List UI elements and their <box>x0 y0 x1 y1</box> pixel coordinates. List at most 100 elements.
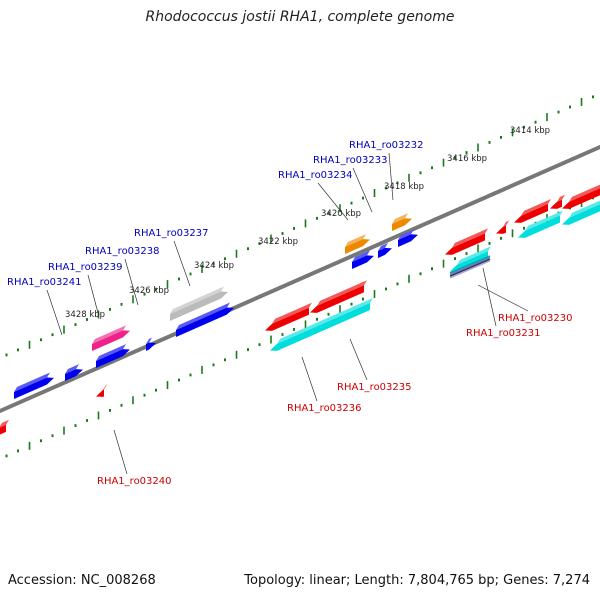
gene-face <box>398 234 418 247</box>
accession-label: Accession: NC_008268 <box>8 573 156 588</box>
gene-arrow-blue[interactable] <box>65 364 83 381</box>
gene-arrow-blue[interactable] <box>146 337 156 351</box>
gene-face <box>345 234 366 247</box>
gene-face <box>514 204 548 223</box>
gene-arrow-red[interactable] <box>96 384 107 397</box>
kbp-tick-label: 3428 kbp <box>65 310 105 320</box>
gene-face <box>277 298 373 344</box>
kbp-tick-label: 3424 kbp <box>194 261 234 271</box>
reverse-gene-label[interactable]: RHA1_ro03230 <box>498 313 573 324</box>
gene-face <box>96 389 104 397</box>
gene-arrow-red[interactable] <box>496 220 509 234</box>
gene-face <box>569 200 600 218</box>
gene-face <box>317 280 367 306</box>
gene-face <box>146 337 152 344</box>
gene-leader-line <box>352 167 373 213</box>
kbp-tick-label: 3420 kbp <box>321 209 361 219</box>
gene-leader-line <box>113 429 128 475</box>
gene-face <box>352 250 370 262</box>
gene-arrow-red[interactable] <box>514 199 551 223</box>
gene-face <box>176 307 234 337</box>
gene-face <box>503 220 509 227</box>
gene-face <box>557 194 565 202</box>
gene-arrow-red[interactable] <box>562 182 600 209</box>
gene-face <box>92 325 126 344</box>
gene-leader-line <box>349 338 368 381</box>
gene-face <box>96 344 126 361</box>
gene-face <box>352 255 374 269</box>
gene-face <box>562 188 600 209</box>
gene-arrow-magenta[interactable] <box>92 325 130 351</box>
reverse-gene-label[interactable]: RHA1_ro03240 <box>97 476 172 487</box>
gene-arrow-red[interactable] <box>310 280 367 313</box>
forward-gene-label[interactable]: RHA1_ro03233 <box>313 155 388 166</box>
gene-arrow-blue[interactable] <box>398 229 418 247</box>
gene-stripe <box>449 260 491 279</box>
gene-arrow-red[interactable] <box>265 302 312 331</box>
gene-face <box>378 247 392 258</box>
forward-gene-label[interactable]: RHA1_ro03232 <box>349 140 424 151</box>
gene-face <box>452 228 488 248</box>
gene-face <box>265 307 309 331</box>
gene-face <box>92 330 130 351</box>
gene-arrow-blue[interactable] <box>378 242 392 258</box>
gene-arrow-red[interactable] <box>550 194 565 209</box>
gene-face <box>65 369 83 381</box>
gene-arrow-blue[interactable] <box>352 250 374 269</box>
gene-face <box>146 342 156 351</box>
kbp-tick-label: 3426 kbp <box>129 286 169 296</box>
gene-leader-line <box>87 274 99 314</box>
gene-face <box>550 199 562 209</box>
reverse-gene-label[interactable]: RHA1_ro03236 <box>287 403 362 414</box>
gene-face <box>398 229 414 240</box>
gene-stripe <box>449 256 491 276</box>
gene-leader-line <box>388 152 394 201</box>
gene-stripe <box>449 258 491 277</box>
gene-arrow-blue[interactable] <box>176 302 234 337</box>
gene-leader-line <box>46 289 63 336</box>
gene-arrow-cyan[interactable] <box>562 198 600 225</box>
gene-arrow-orange[interactable] <box>392 213 412 231</box>
gene-face <box>170 291 228 321</box>
forward-gene-label[interactable]: RHA1_ro03239 <box>48 262 123 273</box>
gene-face <box>65 364 79 374</box>
gene-face <box>450 251 488 272</box>
gene-face <box>457 246 491 265</box>
gene-leader-line <box>124 258 139 306</box>
gene-arrow-gray[interactable] <box>170 286 228 321</box>
gene-face <box>0 424 6 435</box>
gene-leader-line <box>317 182 349 221</box>
upper-scale-line <box>5 95 594 357</box>
forward-gene-label[interactable]: RHA1_ro03237 <box>134 228 209 239</box>
gene-arrow-cyan[interactable] <box>270 298 373 351</box>
forward-gene-label[interactable]: RHA1_ro03234 <box>278 170 353 181</box>
gene-arrow-red[interactable] <box>445 228 488 255</box>
reverse-gene-label[interactable]: RHA1_ro03231 <box>466 328 541 339</box>
gene-face <box>521 199 551 216</box>
forward-gene-label[interactable]: RHA1_ro03238 <box>85 246 160 257</box>
reverse-gene-label[interactable]: RHA1_ro03235 <box>337 382 412 393</box>
forward-gene-label[interactable]: RHA1_ro03241 <box>7 277 82 288</box>
gene-arrow-blue[interactable] <box>14 372 54 399</box>
gene-arrow-blue[interactable] <box>96 344 130 368</box>
gene-leader-line <box>482 267 497 327</box>
genome-summary: Topology: linear; Length: 7,804,765 bp; … <box>244 573 590 588</box>
gene-arrow-cyan[interactable] <box>450 246 491 272</box>
gene-arrow-orange[interactable] <box>345 234 370 254</box>
gene-face <box>103 384 107 390</box>
gene-face <box>569 184 600 202</box>
gene-face <box>270 303 370 351</box>
gene-face <box>445 233 485 255</box>
gene-face <box>392 213 408 224</box>
kbp-tick-label: 3422 kbp <box>258 237 298 247</box>
gene-face <box>345 239 370 254</box>
gene-face <box>378 242 388 251</box>
kbp-tick-label: 3414 kbp <box>510 126 550 136</box>
gene-arrow-red[interactable] <box>0 419 9 435</box>
gene-face <box>170 286 224 314</box>
gene-stripe <box>449 255 491 274</box>
gene-face <box>272 302 312 324</box>
gene-arrow-cyan[interactable] <box>518 210 563 238</box>
gene-face <box>518 215 560 238</box>
